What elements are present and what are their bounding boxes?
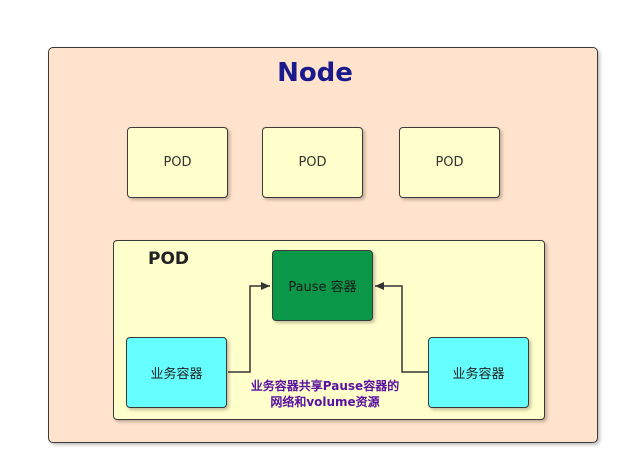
- shared-resources-note: 业务容器共享Pause容器的 网络和volume资源: [230, 378, 420, 410]
- business-container-left: 业务容器: [126, 337, 227, 408]
- pod-box-1: POD: [127, 127, 228, 198]
- note-line-2: 网络和volume资源: [270, 395, 380, 409]
- pod-box-3: POD: [399, 127, 500, 198]
- pod-box-2: POD: [262, 127, 363, 198]
- business-container-right: 业务容器: [428, 337, 529, 408]
- pause-container-box: Pause 容器: [272, 250, 373, 321]
- note-line-1: 业务容器共享Pause容器的: [250, 379, 400, 393]
- node-title: Node: [277, 58, 353, 88]
- main-pod-label: POD: [148, 249, 190, 269]
